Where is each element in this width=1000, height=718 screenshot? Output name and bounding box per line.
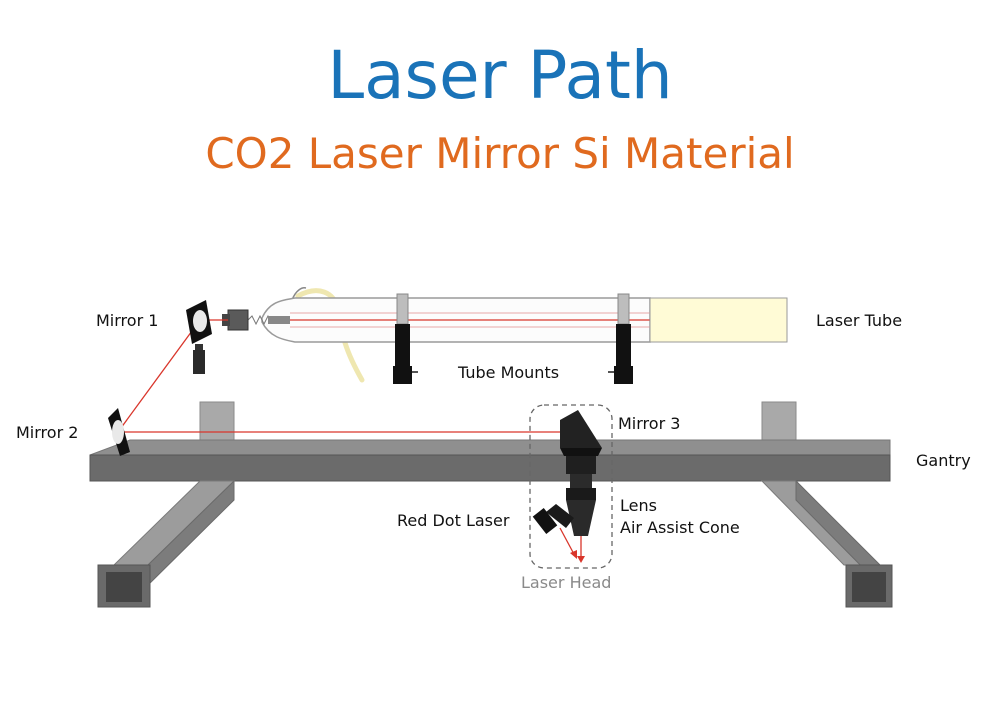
page-title: Laser Path bbox=[327, 37, 673, 114]
label-mirror-3: Mirror 3 bbox=[618, 414, 680, 433]
mirror-1 bbox=[186, 300, 212, 374]
label-air-assist-cone: Air Assist Cone bbox=[620, 518, 740, 537]
label-tube-mounts: Tube Mounts bbox=[457, 363, 559, 382]
tube-mount-left bbox=[393, 293, 418, 384]
label-laser-tube: Laser Tube bbox=[816, 311, 902, 330]
label-mirror-1: Mirror 1 bbox=[96, 311, 158, 330]
rear-right-leg bbox=[761, 401, 797, 441]
gantry-bar bbox=[89, 439, 891, 482]
mirror-2 bbox=[108, 408, 130, 456]
label-gantry: Gantry bbox=[916, 451, 971, 470]
tube-mount-right bbox=[608, 293, 633, 384]
page-subtitle: CO2 Laser Mirror Si Material bbox=[205, 129, 795, 178]
rear-left-leg bbox=[199, 401, 235, 441]
label-mirror-2: Mirror 2 bbox=[16, 423, 78, 442]
mirror-3 bbox=[560, 410, 602, 456]
front-right-leg bbox=[760, 479, 893, 608]
red-dot-laser bbox=[532, 504, 574, 534]
laser-head-outline bbox=[529, 404, 613, 569]
label-laser-head: Laser Head bbox=[521, 573, 611, 592]
lens-assembly bbox=[566, 456, 596, 536]
label-lens: Lens bbox=[620, 496, 657, 515]
output-beams bbox=[559, 527, 585, 563]
label-red-dot-laser: Red Dot Laser bbox=[397, 511, 510, 530]
front-left-leg bbox=[97, 479, 236, 608]
laser-tube bbox=[222, 297, 788, 343]
